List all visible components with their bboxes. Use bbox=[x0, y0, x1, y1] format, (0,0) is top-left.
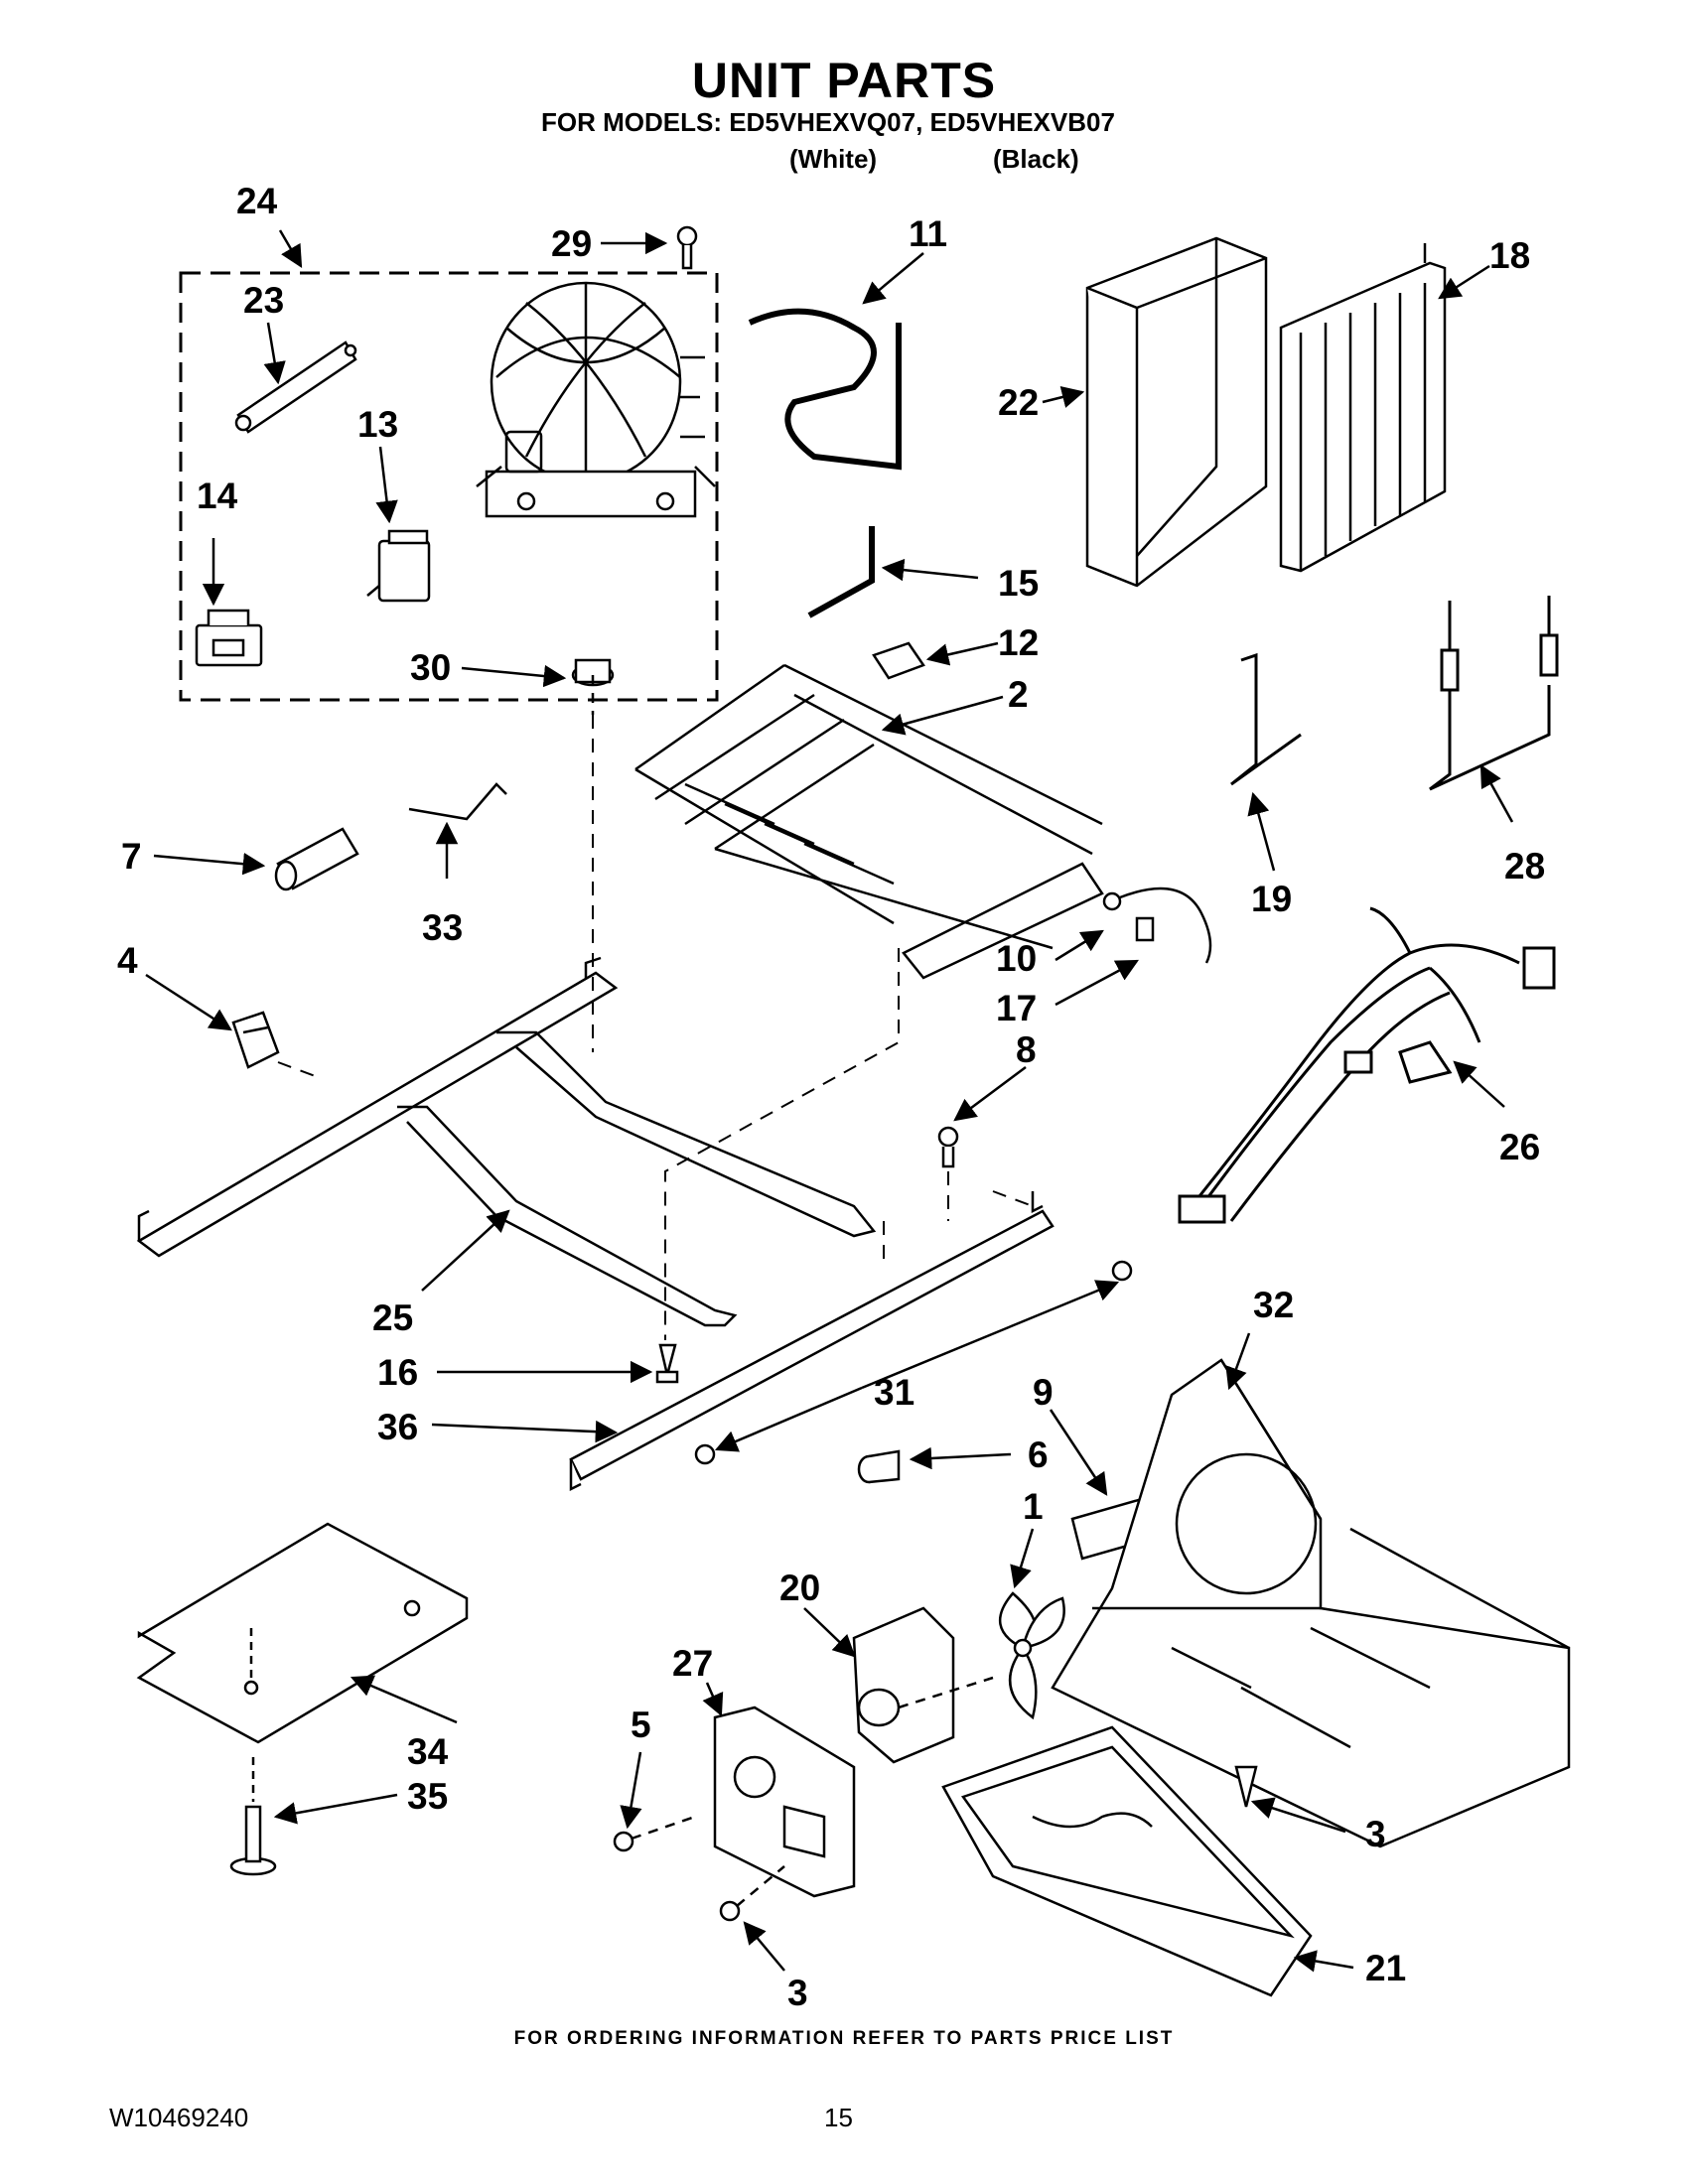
callout-6: 6 bbox=[1028, 1434, 1049, 1475]
callout-20: 20 bbox=[779, 1568, 820, 1608]
bracket-drawing-12 bbox=[872, 641, 925, 680]
callout-11: 11 bbox=[909, 213, 947, 254]
base-pan-drawing-32 bbox=[1051, 1358, 1571, 1848]
tube-drawing-11 bbox=[748, 308, 902, 471]
grommet-drawing bbox=[571, 658, 615, 715]
screw-drawing-31 bbox=[694, 1260, 1133, 1465]
screw-drawing-5 bbox=[613, 1815, 696, 1852]
callout-22: 22 bbox=[998, 382, 1039, 423]
defrost-terminator-drawing bbox=[1102, 887, 1212, 964]
fan-blade-drawing bbox=[998, 1591, 1065, 1720]
callout-28: 28 bbox=[1504, 846, 1545, 887]
fan-motor-drawing bbox=[852, 1606, 994, 1764]
callout-34: 34 bbox=[407, 1731, 449, 1772]
leader-arrows bbox=[145, 229, 1514, 1973]
callout-24: 24 bbox=[236, 181, 278, 221]
bushing-drawing-6 bbox=[857, 1449, 901, 1484]
callout-4: 4 bbox=[117, 940, 138, 981]
callout-35: 35 bbox=[407, 1776, 448, 1817]
motor-bracket-drawing bbox=[713, 1706, 856, 1898]
screw-drawing-29 bbox=[676, 225, 698, 270]
condenser-drawing bbox=[1279, 243, 1447, 573]
page-title: UNIT PARTS bbox=[691, 53, 997, 108]
callout-17: 17 bbox=[996, 988, 1037, 1028]
drain-pan-drawing bbox=[941, 1725, 1313, 1997]
screw-drawing-8 bbox=[937, 1126, 959, 1168]
variant-black-label: (Black) bbox=[993, 144, 1079, 174]
callout-21: 21 bbox=[1365, 1948, 1406, 1988]
callout-2: 2 bbox=[1008, 674, 1029, 715]
callout-15: 15 bbox=[998, 563, 1039, 604]
access-cover-drawing bbox=[136, 1522, 469, 1744]
callout-3-upper: 3 bbox=[1365, 1814, 1386, 1854]
assembly-lines bbox=[277, 715, 1034, 1340]
callout-30: 30 bbox=[410, 647, 451, 688]
callout-33: 33 bbox=[422, 907, 463, 948]
callout-16: 16 bbox=[377, 1352, 418, 1393]
callout-3-lower: 3 bbox=[787, 1973, 808, 2013]
crossbar-drawing-36 bbox=[569, 1191, 1055, 1492]
mount-bracket-drawing-4 bbox=[231, 1011, 280, 1069]
terminal-cover-drawing bbox=[195, 609, 263, 667]
callout-8: 8 bbox=[1016, 1029, 1037, 1070]
callout-19: 19 bbox=[1251, 879, 1292, 919]
callout-18: 18 bbox=[1489, 235, 1530, 276]
callout-13: 13 bbox=[357, 404, 398, 445]
capacitor-drawing bbox=[274, 827, 359, 891]
page-number: 15 bbox=[824, 2103, 853, 2132]
callout-23: 23 bbox=[243, 280, 284, 321]
ordering-note: FOR ORDERING INFORMATION REFER TO PARTS … bbox=[513, 2028, 1175, 2049]
callout-5: 5 bbox=[631, 1705, 651, 1745]
callout-9: 9 bbox=[1033, 1372, 1054, 1413]
callout-32: 32 bbox=[1253, 1285, 1294, 1325]
wire-drawing-33 bbox=[408, 782, 507, 821]
variant-white-label: (White) bbox=[789, 144, 878, 174]
document-id: W10469240 bbox=[109, 2103, 249, 2132]
models-line: FOR MODELS: ED5VHEXVQ07, ED5VHEXVB07 bbox=[541, 107, 1115, 137]
callout-25: 25 bbox=[372, 1297, 413, 1338]
callout-10: 10 bbox=[996, 938, 1037, 979]
wire-harness-drawing bbox=[1178, 906, 1556, 1224]
callout-27: 27 bbox=[672, 1643, 713, 1684]
evaporator-drawing bbox=[634, 663, 1104, 980]
callout-31: 31 bbox=[874, 1372, 914, 1413]
tube-drawing-19 bbox=[1230, 652, 1302, 786]
screw-drawing-16 bbox=[655, 1343, 679, 1384]
callout-14: 14 bbox=[197, 476, 238, 516]
screw-drawing-3b bbox=[1234, 1765, 1258, 1808]
heat-exchanger-drawing bbox=[1429, 596, 1559, 791]
callout-7: 7 bbox=[121, 836, 142, 877]
frame-rails-drawing bbox=[136, 956, 877, 1327]
compressor-drawing bbox=[476, 281, 716, 518]
callout-36: 36 bbox=[377, 1407, 418, 1447]
dryer-drawing bbox=[234, 341, 357, 434]
leveling-foot-drawing bbox=[229, 1757, 277, 1876]
compressor-kit-boundary bbox=[179, 271, 719, 702]
callout-1: 1 bbox=[1023, 1486, 1044, 1527]
callout-29: 29 bbox=[551, 223, 592, 264]
relay-drawing bbox=[366, 529, 431, 603]
screw-drawing-3a bbox=[719, 1865, 785, 1922]
callout-26: 26 bbox=[1499, 1127, 1540, 1167]
callout-12: 12 bbox=[998, 622, 1039, 663]
tube-drawing-15 bbox=[807, 526, 875, 618]
condenser-cover-drawing bbox=[1085, 236, 1268, 588]
